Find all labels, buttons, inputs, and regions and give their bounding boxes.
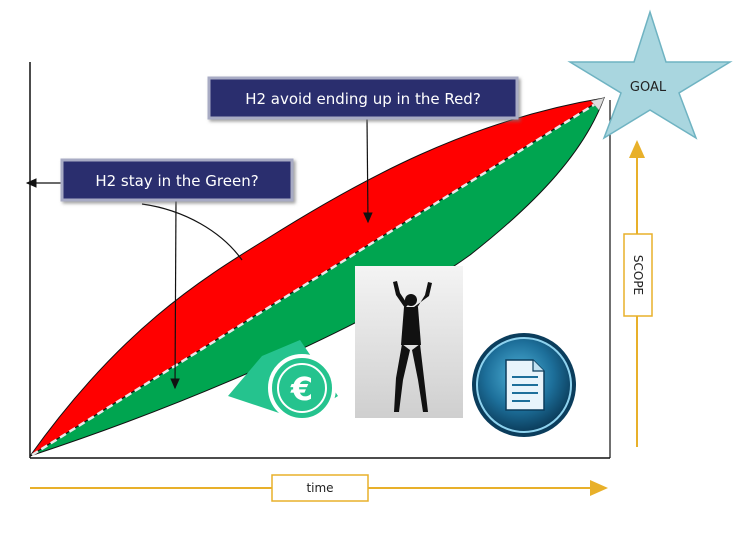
- euro-icon: €: [228, 340, 338, 422]
- goal-star: GOAL: [567, 9, 733, 140]
- svg-text:€: €: [290, 370, 313, 408]
- scope-axis: SCOPE: [623, 140, 653, 447]
- document-icon: [472, 333, 576, 437]
- path-arrowhead: [590, 97, 605, 111]
- time-axis-label: time: [306, 481, 333, 495]
- time-axis: time: [30, 474, 608, 502]
- callout-green-text: H2 stay in the Green?: [95, 172, 258, 190]
- scope-axis-label: SCOPE: [631, 255, 645, 295]
- celebrating-person-image: [355, 266, 463, 418]
- callout-red: H2 avoid ending up in the Red?: [207, 76, 519, 120]
- callout-connectors: [25, 117, 373, 390]
- goal-label: GOAL: [630, 80, 667, 95]
- planned-path-line: [31, 99, 601, 457]
- chart-frame: [29, 62, 611, 459]
- callout-green: H2 stay in the Green?: [60, 158, 294, 202]
- callout-red-text: H2 avoid ending up in the Red?: [245, 90, 481, 108]
